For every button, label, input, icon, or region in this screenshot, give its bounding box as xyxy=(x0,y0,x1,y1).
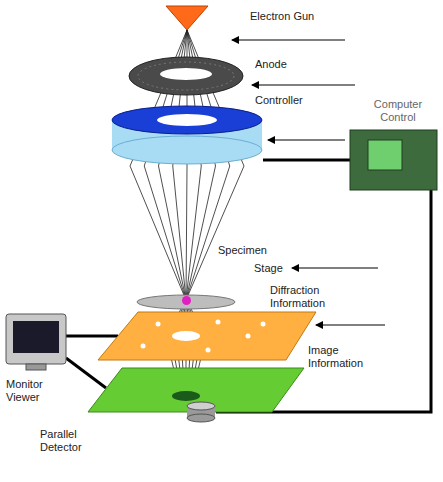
controller-lens-shape xyxy=(111,104,263,166)
pointer-arrow xyxy=(232,40,345,41)
diffraction-plate: Diffraction Information xyxy=(98,312,316,360)
specimen-dot-shape xyxy=(182,296,191,305)
component-label: Anode xyxy=(255,58,315,71)
component-label: Specimen xyxy=(218,244,288,257)
component-label: Monitor Viewer xyxy=(6,378,70,404)
controller-lens: Controller xyxy=(111,104,263,166)
pointer-arrow xyxy=(292,268,378,269)
computer-box: Computer Control xyxy=(350,130,437,190)
pointer-arrow xyxy=(268,140,345,141)
anode-ring-shape xyxy=(128,56,244,96)
component-label: Computer Control xyxy=(364,98,432,124)
anode-ring: Anode xyxy=(128,56,244,96)
detector: Parallel Detector xyxy=(186,402,216,422)
component-label: Controller xyxy=(255,94,335,107)
component-label: Image Information xyxy=(308,344,374,370)
pointer-arrow xyxy=(252,85,355,86)
electron-gun: Electron Gun xyxy=(166,4,208,32)
monitor-shape xyxy=(6,314,66,372)
component-label: Electron Gun xyxy=(250,10,340,23)
monitor: Monitor Viewer xyxy=(6,314,66,372)
component-label: Diffraction Information xyxy=(270,284,340,310)
cable-line xyxy=(66,335,118,338)
specimen-dot: Specimen xyxy=(182,296,191,305)
diffraction-plate-shape xyxy=(98,312,316,360)
component-label: Parallel Detector xyxy=(40,428,100,454)
computer-box-shape xyxy=(350,130,437,190)
component-label: Stage xyxy=(254,262,304,275)
electron-gun-shape xyxy=(166,4,208,32)
cable-line xyxy=(263,159,350,162)
cable-line xyxy=(66,358,106,388)
detector-shape xyxy=(186,402,216,422)
pointer-arrow xyxy=(316,325,385,326)
